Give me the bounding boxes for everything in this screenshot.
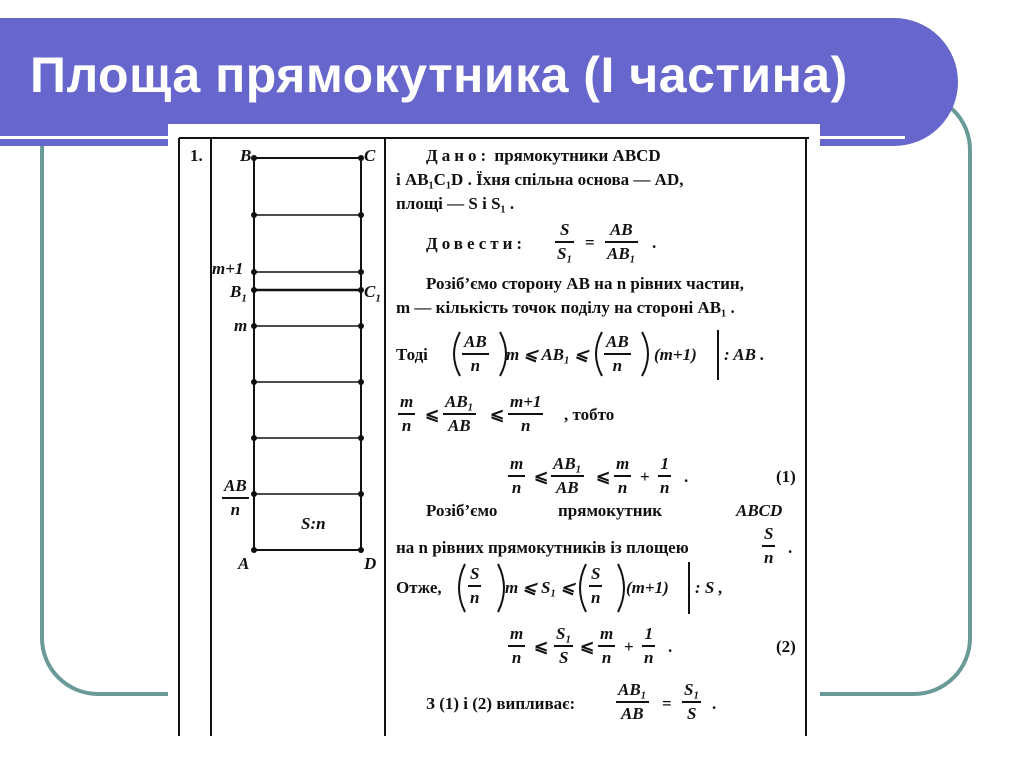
ineq2-middle: m ⩽ S₁ ⩽ — [505, 578, 575, 597]
scan-lines — [178, 137, 809, 736]
given-line-2: і AB₁C₁D . Їхня спільна основа — AD, — [396, 170, 684, 189]
conclusion-text: З (1) і (2) випливає: — [426, 694, 576, 713]
label-b1: B1 — [230, 282, 247, 305]
split2-line-2: на n рівних прямокутників із площею — [396, 538, 689, 557]
ineq1-divide: : AB . — [724, 345, 765, 364]
equation-2-label: (2) — [776, 637, 796, 656]
label-b: B — [240, 146, 252, 165]
label-c: C — [364, 146, 376, 165]
prove-label: Довести: — [426, 234, 527, 253]
label-m-plus-1: m+1 — [212, 259, 244, 278]
label-s-div-n: S:n — [301, 514, 326, 533]
problem-number: 1. — [190, 146, 203, 165]
split-line-1: Розіб’ємо сторону AB на n рівних частин, — [426, 274, 744, 293]
label-m: m — [234, 316, 248, 335]
ineq1-tail: (m+1) — [654, 345, 697, 364]
label-c1: C1 — [364, 282, 381, 305]
label-a: A — [238, 554, 250, 573]
otzhe: Отже, — [396, 578, 442, 597]
equation-1-label: (1) — [776, 467, 796, 486]
split-line-2: m — кількість точок поділу на стороні AB… — [396, 298, 735, 317]
ineq1-middle: m ⩽ AB₁ ⩽ — [506, 345, 589, 364]
tobto: , тобто — [564, 405, 615, 424]
given-line-1: Дано: прямокутники ABCD — [426, 146, 661, 165]
rectangle-abcd — [253, 157, 362, 551]
slide-title: Площа прямокутника (I частина) — [30, 47, 848, 103]
given-line-3: площі — S і S₁ . — [396, 194, 515, 213]
then-word: Тоді — [396, 345, 428, 364]
label-d: D — [364, 554, 377, 573]
